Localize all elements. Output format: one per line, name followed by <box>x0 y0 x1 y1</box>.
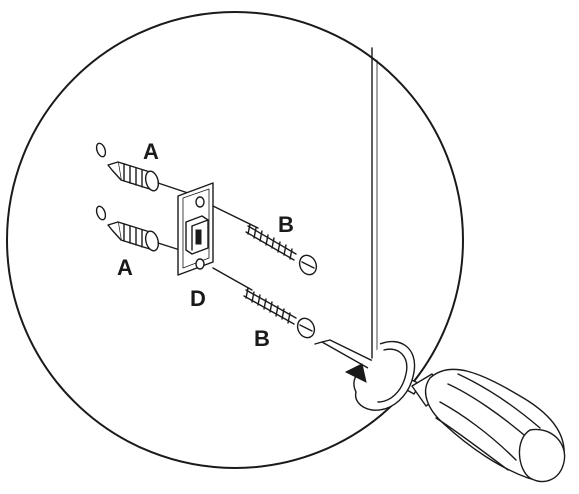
label-anchor-top: A <box>143 139 159 164</box>
strike-plate <box>178 183 213 275</box>
wall-anchor-bottom <box>95 205 180 252</box>
rotate-clockwise-icon <box>346 342 415 411</box>
label-screw-top: B <box>278 212 294 237</box>
label-strike-plate: D <box>190 286 206 311</box>
label-screw-bottom: B <box>254 326 270 351</box>
screwdriver <box>315 340 565 481</box>
wall-anchor-top <box>95 142 188 193</box>
label-anchor-bottom: A <box>117 255 133 280</box>
screw-top <box>213 206 319 277</box>
